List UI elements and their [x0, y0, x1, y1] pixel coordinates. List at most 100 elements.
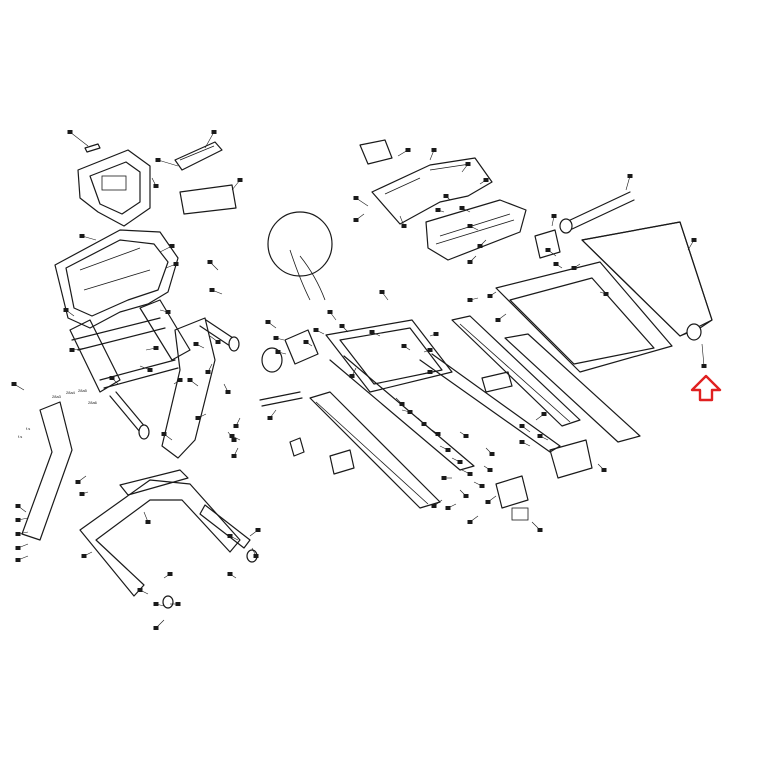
callout-tag: [167, 572, 173, 576]
label-left-f: f.s: [18, 434, 22, 439]
callout-tag: [465, 162, 471, 166]
callout-tag: [467, 298, 473, 302]
callout-leader-line: [701, 343, 705, 367]
label-left-a: 28a3: [52, 394, 62, 399]
callout-tag: [603, 292, 609, 296]
callout-tag: [701, 364, 707, 368]
callout-tag: [69, 348, 75, 352]
callout-tag: [273, 336, 279, 340]
callout-tag: [339, 324, 345, 328]
callout-tag: [479, 484, 485, 488]
callout-tag: [225, 390, 231, 394]
callout-tag: [399, 402, 405, 406]
callout-tag: [427, 370, 433, 374]
callout-tag: [519, 440, 525, 444]
callout-tag: [463, 494, 469, 498]
callout-tag: [229, 434, 235, 438]
callout-tag: [63, 308, 69, 312]
callout-tag: [231, 454, 237, 458]
callout-tag: [193, 342, 199, 346]
callout-tag: [369, 330, 375, 334]
callout-tag: [457, 460, 463, 464]
callout-tag: [275, 350, 281, 354]
callout-tag: [483, 178, 489, 182]
callout-tag: [175, 602, 181, 606]
callout-tag: [173, 262, 179, 266]
callout-tag: [405, 148, 411, 152]
callout-tag: [467, 472, 473, 476]
callout-tag: [255, 528, 261, 532]
callout-tag: [153, 184, 159, 188]
callout-tag: [177, 378, 183, 382]
callout-tag: [67, 130, 73, 134]
callout-tag: [431, 504, 437, 508]
callout-tag: [187, 378, 193, 382]
callout-tag: [401, 344, 407, 348]
callout-tag: [211, 130, 217, 134]
highlight-arrow-up-icon: [690, 374, 722, 402]
callout-leader-line: [625, 175, 631, 191]
callout-tag: [477, 244, 483, 248]
console-assembly: [54, 141, 237, 329]
callout-tag: [237, 178, 243, 182]
callout-tag: [227, 534, 233, 538]
callout-tag: [571, 266, 577, 270]
callout-tag: [427, 348, 433, 352]
callout-tag: [467, 224, 473, 228]
callout-tag: [265, 320, 271, 324]
callout-tag: [161, 432, 167, 436]
callout-tag: [205, 370, 211, 374]
callout-leader-line: [204, 131, 215, 149]
motor-cover: [359, 139, 527, 261]
callout-tag: [537, 434, 543, 438]
callout-tag: [601, 468, 607, 472]
callout-tag: [15, 546, 21, 550]
callout-tag: [233, 424, 239, 428]
callout-tag: [145, 520, 151, 524]
callout-tag: [153, 346, 159, 350]
callout-tag: [313, 328, 319, 332]
callout-tag: [627, 174, 633, 178]
callout-tag: [401, 224, 407, 228]
callout-tag: [81, 554, 87, 558]
callout-tag: [519, 424, 525, 428]
callout-tag: [553, 262, 559, 266]
callout-tag: [495, 318, 501, 322]
label-left-e: f.s: [26, 426, 30, 431]
callout-tag: [441, 476, 447, 480]
callout-tag: [379, 290, 385, 294]
callout-tag: [303, 340, 309, 344]
callout-tag: [459, 206, 465, 210]
callout-tag: [431, 148, 437, 152]
callout-tag: [435, 208, 441, 212]
callout-tag: [169, 244, 175, 248]
small-labels: 28a3 28a4 28a5 28a6 f.s f.s: [18, 388, 98, 439]
callout-tag: [15, 504, 21, 508]
callout-tag: [137, 588, 143, 592]
callout-tag: [467, 520, 473, 524]
callout-tag: [421, 422, 427, 426]
callout-tag: [267, 416, 273, 420]
callout-tag: [487, 468, 493, 472]
callout-tag: [463, 434, 469, 438]
callout-tag: [153, 602, 159, 606]
callout-tag: [435, 432, 441, 436]
handrail-uprights: [21, 299, 240, 541]
callout-tag: [489, 452, 495, 456]
callout-tag: [155, 158, 161, 162]
callout-tag: [545, 248, 551, 252]
callout-tag: [485, 500, 491, 504]
callout-tag: [353, 218, 359, 222]
callout-tag: [433, 332, 439, 336]
callout-tag: [691, 238, 697, 242]
callout-tag: [327, 310, 333, 314]
callout-tag: [15, 558, 21, 562]
label-left-d: 28a6: [88, 400, 98, 405]
running-deck: [495, 191, 713, 373]
callout-tag: [487, 294, 493, 298]
callout-tag: [15, 518, 21, 522]
electronics-boxes: [329, 371, 593, 521]
callout-tag: [195, 416, 201, 420]
callout-tag: [79, 492, 85, 496]
